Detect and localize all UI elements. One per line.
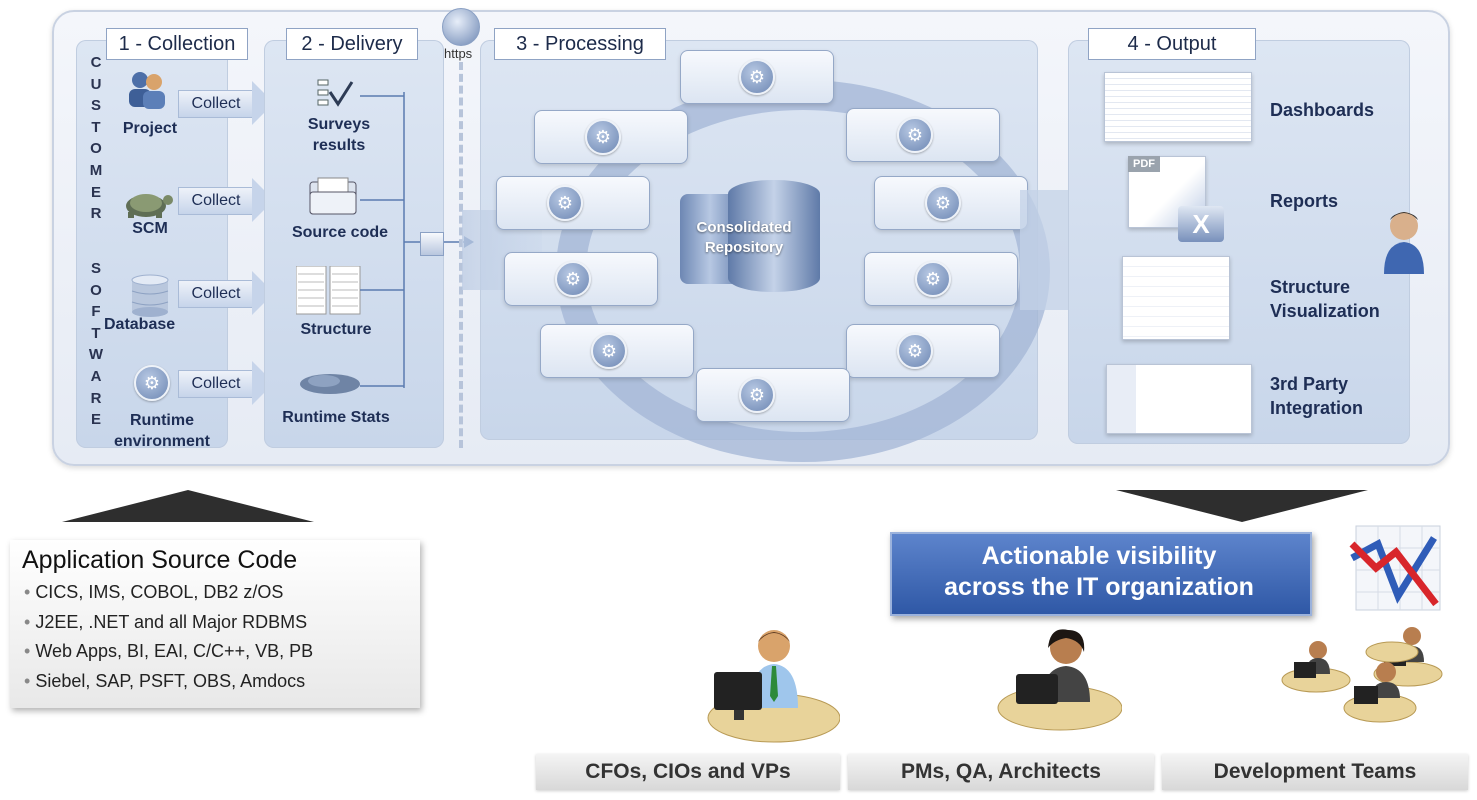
application-source-title: Application Source Code: [22, 546, 298, 574]
table-icon: [295, 265, 362, 316]
https-divider: [459, 62, 463, 448]
output-label-dashboards: Dashboards: [1270, 100, 1375, 120]
database-icon: [130, 274, 170, 318]
list-item: • Siebel, SAP, PSFT, OBS, Amdocs: [24, 670, 306, 691]
output-label-reports: Reports: [1270, 191, 1339, 211]
audience-label-dev-teams: Development Teams: [1162, 754, 1468, 790]
source-label-project: Project: [122, 120, 178, 137]
output-triangle: [1116, 490, 1368, 522]
user-icon: [1380, 208, 1428, 274]
list-item: • J2EE, .NET and all Major RDBMS: [24, 611, 308, 632]
gear-icon: ⚙: [739, 59, 775, 95]
output-label-3rd-party: 3rd Party Integration: [1270, 374, 1363, 418]
gear-icon: ⚙: [897, 117, 933, 153]
list-item: • Web Apps, BI, EAI, C/C++, VB, PB: [24, 641, 314, 661]
pdf-icon: PDF: [1128, 156, 1160, 172]
output-label-structure-visualization: Structure Visualization: [1270, 277, 1380, 321]
process-step: ⚙: [534, 110, 688, 164]
structure-thumbnail: [1122, 256, 1230, 340]
gear-icon: ⚙: [585, 119, 621, 155]
gears-icon: ⚙: [134, 365, 170, 401]
trend-chart-icon: [1349, 525, 1441, 611]
source-triangle: [62, 490, 314, 522]
process-step: ⚙: [846, 108, 1000, 162]
collect-arrow-project: Collect: [178, 90, 254, 118]
gear-icon: ⚙: [555, 261, 591, 297]
manager-figure: [997, 629, 1122, 731]
application-source-box: [10, 540, 420, 708]
collect-arrow-scm: Collect: [178, 187, 254, 215]
application-source-list: • CICS, IMS, COBOL, DB2 z/OS • J2EE, .NE…: [24, 578, 313, 696]
visibility-line-1: Actionable visibility: [981, 542, 1217, 570]
process-step: ⚙: [696, 368, 850, 422]
repository-label: Consolidated Repository: [696, 219, 792, 256]
dashboard-thumbnail: [1104, 72, 1252, 142]
processing-header: 3 - Processing: [494, 28, 666, 60]
audience-label-executives: CFOs, CIOs and VPs: [536, 754, 840, 790]
gear-icon: ⚙: [925, 185, 961, 221]
package-icon: [420, 232, 444, 256]
collect-arrow-database: Collect: [178, 280, 254, 308]
process-step: ⚙: [864, 252, 1018, 306]
turtle-icon: [120, 186, 176, 220]
process-step: ⚙: [874, 176, 1028, 230]
audience-label-pms: PMs, QA, Architects: [848, 754, 1154, 790]
folder-icon: [306, 176, 362, 216]
team-figures: [1281, 627, 1443, 723]
https-label: https: [444, 46, 473, 61]
delivery-header: 2 - Delivery: [286, 28, 418, 60]
gear-icon: ⚙: [547, 185, 583, 221]
excel-icon: X: [1178, 206, 1224, 242]
delivery-label-structure: Structure: [300, 321, 372, 338]
scatter-icon: [298, 368, 362, 398]
repository-cylinder: [728, 180, 820, 292]
process-step: ⚙: [496, 176, 650, 230]
checklist-icon: [314, 78, 354, 114]
source-label-runtime: Runtime environment: [113, 412, 210, 450]
integration-thumbnail: [1106, 364, 1252, 434]
globe-icon: [442, 8, 480, 46]
gear-icon: ⚙: [591, 333, 627, 369]
collect-arrow-runtime: Collect: [178, 370, 254, 398]
process-step: ⚙: [846, 324, 1000, 378]
collection-header: 1 - Collection: [106, 28, 248, 60]
process-step: ⚙: [540, 324, 694, 378]
executive-figure: [707, 630, 840, 743]
visibility-banner: [890, 532, 1312, 616]
process-step: ⚙: [504, 252, 658, 306]
source-label-scm: SCM: [132, 220, 168, 237]
delivery-label-source-code: Source code: [291, 224, 389, 241]
gear-icon: ⚙: [739, 377, 775, 413]
gear-icon: ⚙: [915, 261, 951, 297]
process-step: ⚙: [680, 50, 834, 104]
delivery-label-surveys: Surveys results: [307, 116, 371, 154]
gear-icon: ⚙: [897, 333, 933, 369]
list-item: • CICS, IMS, COBOL, DB2 z/OS: [24, 582, 284, 602]
visibility-line-2: across the IT organization: [944, 573, 1254, 601]
output-header: 4 - Output: [1088, 28, 1256, 60]
source-label-database: Database: [104, 316, 176, 333]
delivery-label-runtime-stats: Runtime Stats: [282, 409, 390, 426]
people-icon: [124, 68, 168, 112]
